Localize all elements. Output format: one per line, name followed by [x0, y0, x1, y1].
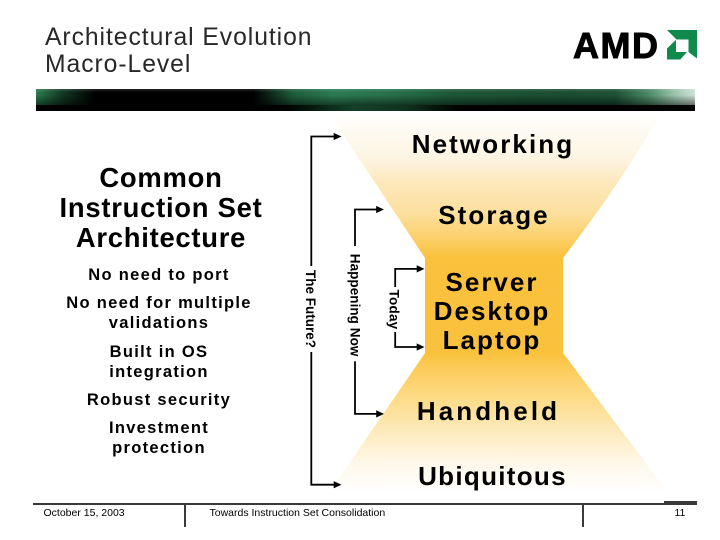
svg-text:Happening Now: Happening Now — [348, 254, 363, 357]
svg-text:Today: Today — [387, 290, 402, 330]
svg-text:The Future?: The Future? — [303, 270, 318, 348]
